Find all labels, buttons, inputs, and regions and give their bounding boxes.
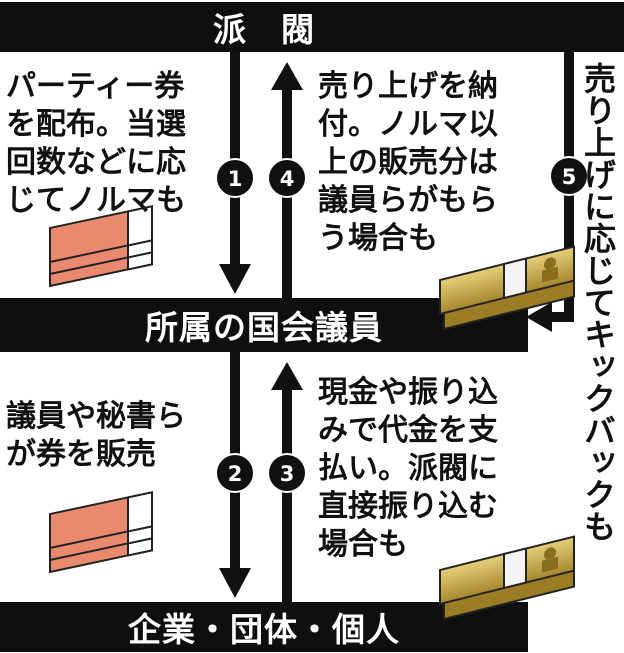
step-badge-5: 5 bbox=[549, 156, 589, 196]
step-number-4: 4 bbox=[280, 167, 295, 191]
faction-label: 派 閥 bbox=[213, 10, 315, 49]
step-badge-4: 4 bbox=[267, 158, 307, 198]
faction-node: 派 閥 bbox=[0, 2, 624, 52]
step-2-text: 議員や秘書ら が券を販売 bbox=[6, 399, 186, 472]
cash-bundle-icon bbox=[439, 245, 575, 331]
step-4-text: 売り上げを納 付。ノルマ以 上の販売分は 議員らがもら う場合も bbox=[318, 69, 498, 256]
arrow-3 bbox=[271, 362, 303, 602]
companies-label: 企業・団体・個人 bbox=[128, 610, 400, 649]
step-1-text: パーティー券 を配布。当選 回数などに応 じてノルマも bbox=[6, 69, 186, 218]
step-number-3: 3 bbox=[280, 462, 295, 486]
step-number-2: 2 bbox=[228, 462, 243, 486]
step-badge-2: 2 bbox=[215, 453, 255, 493]
step-badge-1: 1 bbox=[215, 158, 255, 198]
step-number-1: 1 bbox=[228, 167, 243, 191]
step-3-text: 現金や振り込 みで代金を支 払い。派閥に 直接振り込む 場合も bbox=[318, 375, 498, 562]
ticket-stack-icon bbox=[49, 205, 153, 288]
step-number-5: 5 bbox=[562, 165, 577, 189]
member-label: 所属の国会議員 bbox=[145, 308, 383, 347]
step-badge-3: 3 bbox=[267, 453, 307, 493]
cash-bundle-icon bbox=[439, 535, 575, 621]
step-5-text: 売り上げに応じてキックバックも bbox=[579, 62, 617, 542]
companies-node: 企業・団体・個人 bbox=[0, 602, 528, 652]
member-node: 所属の国会議員 bbox=[0, 298, 528, 352]
ticket-stack-icon bbox=[49, 491, 153, 574]
